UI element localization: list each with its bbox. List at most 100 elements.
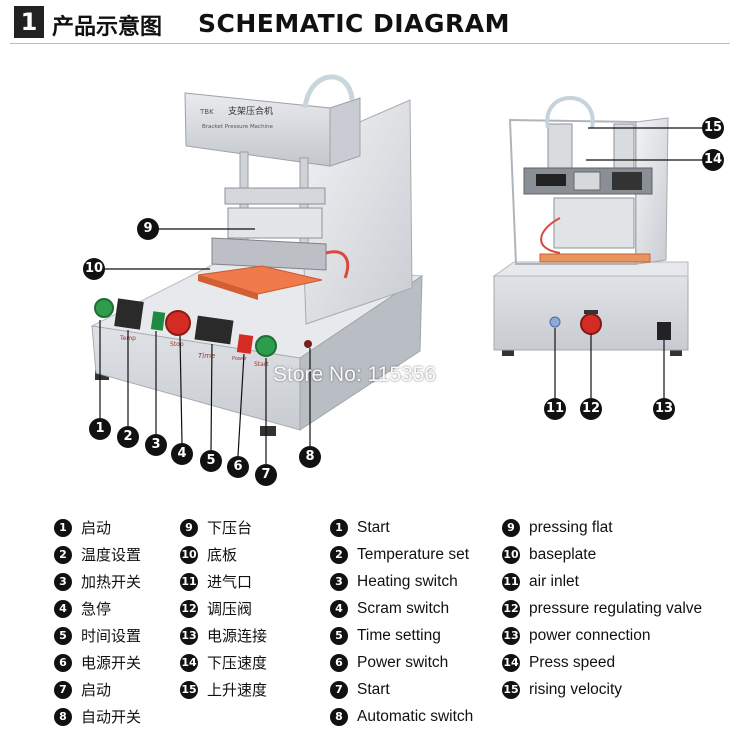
callout-8: 8 (299, 446, 321, 468)
legend-badge: 2 (54, 545, 72, 564)
legend-label: 急停 (81, 600, 112, 618)
legend-label: 下压台 (207, 519, 253, 537)
legend-item: 11 air inlet (502, 568, 702, 595)
callout-11: 11 (544, 398, 566, 420)
panel-label-time: Time (198, 352, 215, 360)
callout-13: 13 (653, 398, 675, 420)
legend-badge: 1 (330, 518, 348, 537)
callout-2: 2 (117, 426, 139, 448)
callout-4: 4 (171, 443, 193, 465)
legend-item: 2 温度设置 (54, 541, 141, 568)
schematic-diagram: TBK 支架压合机 Bracket Pressure Machine Temp … (0, 48, 736, 488)
legend-item: 14 下压速度 (180, 649, 267, 676)
legend-badge: 14 (502, 653, 520, 672)
legend-badge: 14 (180, 653, 198, 672)
front-machine (90, 74, 424, 436)
legend-label: power connection (529, 626, 651, 644)
callout-5: 5 (200, 450, 222, 472)
legend-label: Press speed (529, 653, 616, 671)
callout-9: 9 (137, 218, 159, 240)
leader-lines-front (99, 228, 311, 464)
legend-label: Automatic switch (357, 707, 474, 725)
legend-badge: 4 (54, 599, 72, 618)
legend-item: 4 Scram switch (330, 595, 473, 622)
rear-machine (492, 96, 689, 356)
callout-15: 15 (702, 117, 724, 139)
callout-10: 10 (83, 258, 105, 280)
legend-badge: 5 (330, 626, 348, 645)
legend-badge: 6 (330, 653, 348, 672)
legend-badge: 3 (54, 572, 72, 591)
legend-item: 15 rising velocity (502, 676, 702, 703)
legend-badge: 4 (330, 599, 348, 618)
legend-label: 调压阀 (207, 600, 253, 618)
legend-item: 7 Start (330, 676, 473, 703)
callout-3: 3 (145, 434, 167, 456)
legend-label: Power switch (357, 653, 449, 671)
legend-badge: 7 (54, 680, 72, 699)
legend-label: 启动 (81, 519, 112, 537)
legend-badge: 1 (54, 518, 72, 537)
plate-title-cn: 支架压合机 (228, 105, 273, 117)
legend-item: 2 Temperature set (330, 541, 473, 568)
legend-item: 6 电源开关 (54, 649, 141, 676)
legend-badge: 2 (330, 545, 348, 564)
machine-illustrations: TBK 支架压合机 Bracket Pressure Machine Temp … (90, 74, 702, 464)
store-watermark: Store No: 115356 (273, 363, 437, 386)
legend-label: 电源开关 (81, 654, 142, 672)
legend-badge: 15 (502, 680, 520, 699)
legend-label: Scram switch (357, 599, 450, 617)
section-header: 1 产品示意图 SCHEMATIC DIAGRAM (10, 4, 730, 44)
legend-badge: 8 (330, 707, 348, 726)
legend-badge: 7 (330, 680, 348, 699)
legend-badge: 3 (330, 572, 348, 591)
callout-6: 6 (227, 456, 249, 478)
legend-badge: 13 (180, 626, 198, 645)
legend-item: 1 启动 (54, 514, 141, 541)
legend-item: 8 自动开关 (54, 703, 141, 730)
legend-badge: 11 (180, 572, 198, 591)
legend-label: Start (357, 680, 390, 698)
plate-brand: TBK (199, 108, 214, 116)
legend-label: pressing flat (529, 518, 613, 536)
legend-badge: 6 (54, 653, 72, 672)
legend-item: 8 Automatic switch (330, 703, 473, 730)
panel-label-power: Power (232, 356, 248, 362)
callout-12: 12 (580, 398, 602, 420)
callout-7: 7 (255, 464, 277, 486)
callout-1: 1 (89, 418, 111, 440)
legend-label: rising velocity (529, 680, 623, 698)
leader-lines-rear (554, 127, 702, 398)
legend-label: 电源连接 (207, 627, 268, 645)
legend-badge: 10 (180, 545, 198, 564)
legend-item: 6 Power switch (330, 649, 473, 676)
legend-label: 下压速度 (207, 654, 268, 672)
legend-item: 3 加热开关 (54, 568, 141, 595)
panel-label-start: Start (254, 361, 269, 368)
legend-label: 自动开关 (81, 708, 142, 726)
legend-badge: 11 (502, 572, 520, 591)
legend-item: 14 Press speed (502, 649, 702, 676)
legend-badge: 9 (502, 518, 520, 537)
legend-label: 加热开关 (81, 573, 142, 591)
legend-badge: 8 (54, 707, 72, 726)
legend-label: baseplate (529, 545, 597, 563)
legend-label: Temperature set (357, 545, 469, 563)
legend-item: 4 急停 (54, 595, 141, 622)
legend-label: 温度设置 (81, 546, 142, 564)
callout-14: 14 (702, 149, 724, 171)
legend-item: 13 电源连接 (180, 622, 267, 649)
legend-label: air inlet (529, 572, 579, 590)
section-number: 1 (14, 6, 44, 38)
plate-title-en: Bracket Pressure Machine (202, 124, 274, 130)
